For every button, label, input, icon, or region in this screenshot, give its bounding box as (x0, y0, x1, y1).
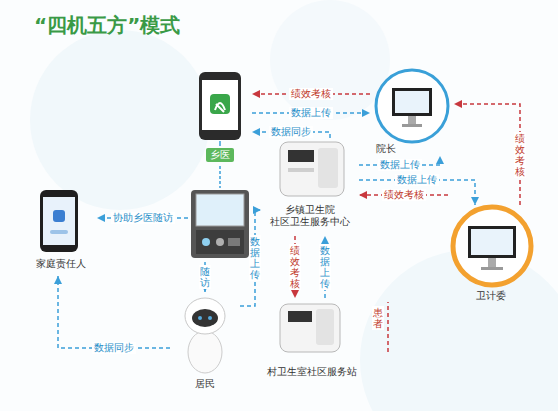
device-body (280, 142, 344, 196)
node-label: 乡医 (206, 148, 234, 162)
monitor (468, 226, 516, 258)
commission-computer (453, 207, 531, 285)
monitor-base (481, 267, 503, 270)
edge-label: 数据上传 (319, 244, 331, 290)
doctor-group: 乡医 (188, 70, 252, 262)
note-label: 患者 (372, 306, 384, 330)
robot-head (185, 298, 225, 334)
monitor-stand (488, 258, 496, 267)
node-label: 乡镇卫生院 社区卫生服务中心 (261, 204, 359, 228)
kit-case (191, 190, 249, 258)
kit-probe (228, 238, 240, 246)
device-display (288, 150, 314, 162)
edge-label: 数据上传 (378, 159, 422, 171)
leader-line (219, 166, 221, 188)
monitor-screen (471, 229, 513, 255)
edge-label: 绩效考核 (289, 88, 333, 100)
node-label: 家庭责任人 (36, 258, 86, 270)
app-button (50, 230, 68, 234)
village-node: 村卫生室社区服务站 (262, 298, 362, 384)
family-phone (40, 190, 78, 252)
town-device (280, 142, 344, 196)
device-panel (316, 309, 334, 345)
robot-eye (208, 316, 212, 320)
monitor-base (402, 124, 422, 127)
monitor-stand (408, 116, 416, 124)
kit-probe (216, 238, 224, 246)
app-icon (210, 94, 230, 114)
edge-label: 数据同步 (269, 126, 313, 138)
bg-bubble (30, 30, 210, 210)
resident-node: 居民 (170, 292, 240, 396)
leader-line (219, 141, 221, 146)
robot-face (192, 309, 218, 327)
commission-node: 卫计委 (448, 205, 534, 305)
town-center-node: 乡镇卫生院 社区卫生服务中心 (261, 138, 359, 236)
device-body (280, 304, 340, 352)
doctor-phone (199, 72, 241, 140)
edge-label: 随访 (199, 265, 211, 289)
director-computer (376, 70, 448, 142)
robot-body (188, 331, 222, 373)
device-display (288, 311, 312, 322)
bg-bubble (270, 0, 390, 120)
edge-label: 数据上传 (395, 174, 439, 186)
patient-line (387, 302, 389, 352)
phone-screen (43, 197, 75, 245)
follow-up-kit (191, 190, 249, 258)
edge-label: 数据同步 (92, 342, 136, 354)
family-node: 家庭责任人 (25, 186, 97, 276)
flow-connector (240, 210, 261, 306)
node-label: 卫计委 (476, 290, 506, 302)
circle-frame (376, 70, 448, 142)
robot-eye (198, 316, 202, 320)
device-panel (318, 148, 338, 188)
flow-connector (58, 276, 170, 348)
edge-label: 数据上传 (249, 235, 261, 281)
bg-bubble (360, 250, 558, 411)
phone-body (199, 72, 241, 140)
app-glyph (215, 103, 225, 112)
edge-label: 协助乡医随访 (111, 212, 175, 224)
phone-screen (202, 80, 238, 130)
director-node: 院长 (370, 70, 454, 156)
phone-body (40, 190, 78, 252)
edge-label: 绩效考核 (514, 132, 526, 178)
kit-tray (196, 230, 244, 254)
monitor-screen (395, 91, 429, 113)
node-label: 村卫生室社区服务站 (267, 366, 357, 378)
flow-connector (454, 104, 520, 205)
app-icon (53, 210, 65, 222)
node-label: 院长 (376, 143, 396, 155)
edge-label: 数据上传 (289, 107, 333, 119)
resident-robot (185, 298, 225, 373)
device-slot (288, 168, 314, 172)
monitor (392, 88, 432, 116)
node-label: 居民 (195, 378, 215, 390)
diagram-title: “四机五方”模式 (34, 12, 180, 39)
village-device (280, 304, 340, 352)
circle-frame (453, 207, 531, 285)
kit-screen (196, 194, 244, 226)
edge-label: 绩效考核 (289, 244, 301, 290)
edge-label: 绩效考核 (382, 189, 426, 201)
kit-probe (202, 238, 210, 246)
